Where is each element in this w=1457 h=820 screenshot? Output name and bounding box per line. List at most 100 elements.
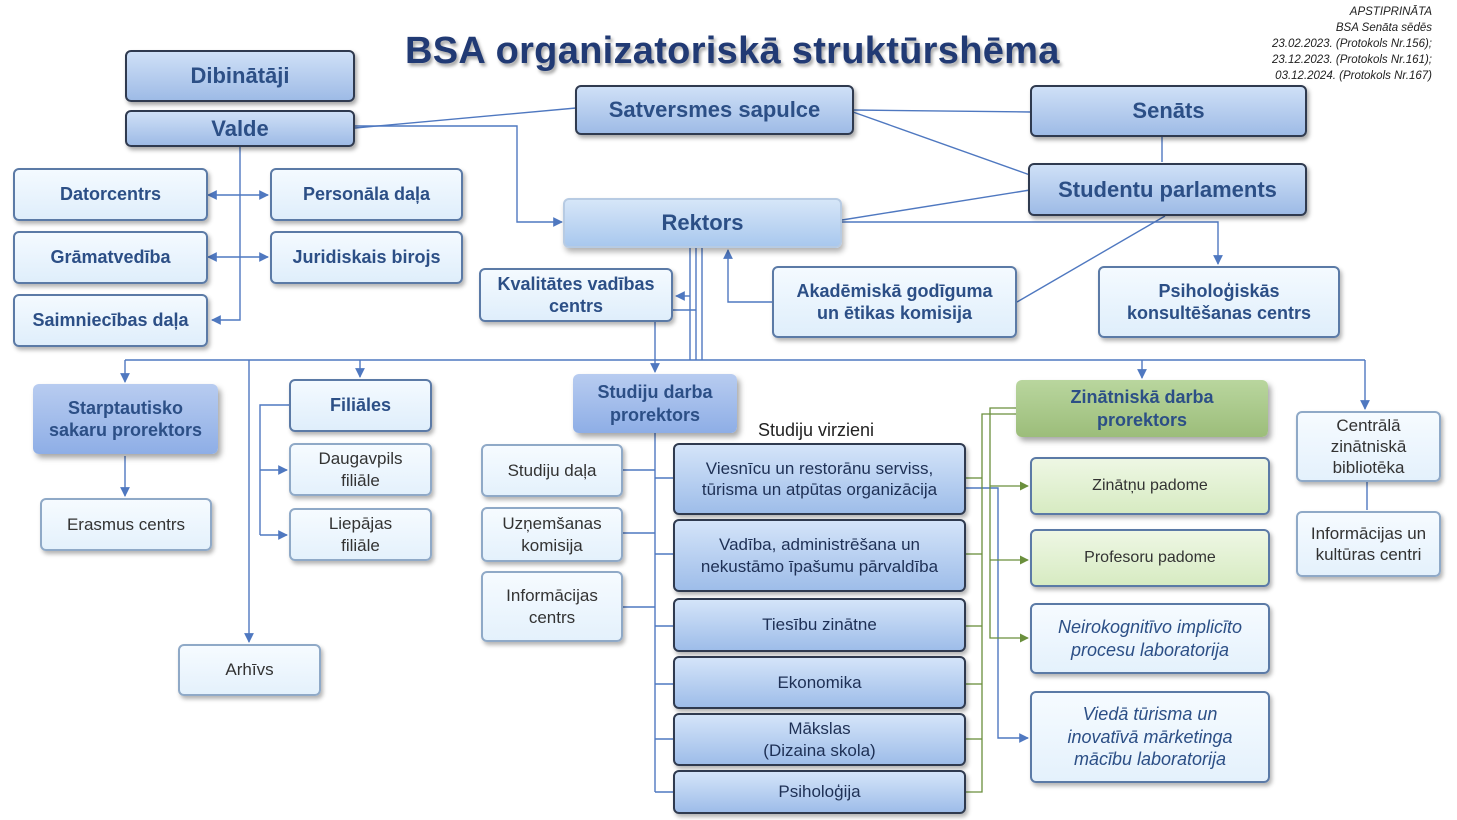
akademiska-line-2: un ētikas komisija <box>816 303 973 323</box>
vieda-line-3: mācību laboratorija <box>1073 749 1227 770</box>
liepajas-filiale-box: Liepājas filiāle <box>289 508 432 561</box>
direction-law-label: Tiesību zinātne <box>762 615 877 635</box>
informacijas-line-2: centrs <box>528 607 576 627</box>
filiales-label: Filiāles <box>329 395 392 416</box>
zinatnu-padome-label: Zinātņu padome <box>1092 477 1208 494</box>
profesoru-padome-box: Profesoru padome <box>1030 529 1270 587</box>
daugavpils-line-2: filiāle <box>341 470 380 490</box>
kvalitates-line-1: Kvalitātes vadības <box>497 273 655 294</box>
gramatvediba-label: Grāmatvedība <box>50 247 171 268</box>
arhivs-box: Arhīvs <box>178 644 321 696</box>
arhivs-label: Arhīvs <box>225 660 274 680</box>
neiro-line-1: Neirokognitīvo implicīto <box>1057 617 1243 637</box>
liepajas-line-1: Liepājas <box>328 514 393 534</box>
direction-arts-line-2: (Dizaina skola) <box>763 740 876 760</box>
studentu-parlaments-label: Studentu parlaments <box>1058 176 1277 202</box>
centrala-line-1: Centrālā <box>1336 415 1401 435</box>
dibinataji-label: Dibinātāji <box>190 63 290 89</box>
direction-arts-box: Mākslas (Dizaina skola) <box>673 713 966 766</box>
direction-psychology-box: Psiholoģija <box>673 770 966 814</box>
akademiska-komisija-box: Akadēmiskā godīguma un ētikas komisija <box>772 266 1017 338</box>
starptautisko-line-1: Starptautisko <box>67 397 183 418</box>
page-title: BSA organizatoriskā struktūrshēma <box>405 30 1060 72</box>
daugavpils-line-1: Daugavpils <box>318 449 403 469</box>
studiju-prorector-line-1: Studiju darba <box>597 382 713 402</box>
approval-line: APSTIPRINĀTA <box>1349 6 1432 18</box>
psihologiskas-centrs-box: Psiholoģiskās konsultēšanas centrs <box>1098 266 1340 338</box>
zinatniska-line-1: Zinātniskā darba <box>1070 387 1214 407</box>
direction-tourism-line-2: tūrisma un atpūtas organizācija <box>701 480 938 499</box>
saimniecibas-dala-box: Saimniecības daļa <box>13 294 208 347</box>
personala-dala-box: Personāla daļa <box>270 168 463 221</box>
direction-management-box: Vadība, administrēšana un nekustāmo īpaš… <box>673 519 966 592</box>
gramatvediba-box: Grāmatvedība <box>13 231 208 284</box>
direction-management-line-2: nekustāmo īpašumu pārvaldība <box>700 556 939 576</box>
approval-line: 23.12.2023. (Protokols Nr.161); <box>1271 54 1432 66</box>
juridiskais-birojs-label: Juridiskais birojs <box>292 247 441 268</box>
rektors-label: Rektors <box>661 210 744 236</box>
kvalitates-line-2: centrs <box>548 296 603 316</box>
rektors-box: Rektors <box>563 198 842 248</box>
approval-line: BSA Senāta sēdēs <box>1335 22 1432 34</box>
senats-label: Senāts <box>1132 98 1205 124</box>
dibinataji-box: Dibinātāji <box>125 50 355 102</box>
vieda-line-2: inovatīvā mārketinga <box>1067 726 1233 747</box>
direction-management-line-1: Vadība, administrēšana un <box>719 535 920 555</box>
datorcentrs-box: Datorcentrs <box>13 168 208 221</box>
studiju-prorector-box: Studiju darba prorektors <box>573 374 737 433</box>
akademiska-line-1: Akadēmiskā godīguma <box>796 280 993 301</box>
direction-psychology-label: Psiholoģija <box>778 782 861 802</box>
direction-tourism-line-1: Viesnīcu un restorānu serviss, <box>705 458 934 478</box>
kvalitates-centrs-box: Kvalitātes vadības centrs <box>479 268 673 322</box>
centrala-line-3: bibliotēka <box>1332 458 1405 478</box>
informacijas-line-1: Informācijas <box>506 586 598 606</box>
datorcentrs-label: Datorcentrs <box>59 184 162 205</box>
direction-law-box: Tiesību zinātne <box>673 598 966 652</box>
studentu-parlaments-box: Studentu parlaments <box>1028 163 1307 216</box>
erasmus-label: Erasmus centrs <box>66 514 186 534</box>
uznemsanas-line-2: komisija <box>521 535 583 555</box>
studiju-dala-label: Studiju daļa <box>507 460 597 480</box>
uznemsanas-line-1: Uzņemšanas <box>502 514 602 534</box>
psiho-line-1: Psiholoģiskās <box>1158 280 1280 301</box>
zinatniska-line-2: prorektors <box>1096 409 1187 430</box>
neiro-line-2: procesu laboratorija <box>1070 639 1230 660</box>
starptautisko-line-2: sakaru prorektors <box>48 420 203 440</box>
direction-tourism-box: Viesnīcu un restorānu serviss, tūrisma u… <box>673 443 966 515</box>
direction-economics-box: Ekonomika <box>673 656 966 709</box>
erasmus-centrs-box: Erasmus centrs <box>40 498 212 551</box>
filiales-box: Filiāles <box>289 379 432 432</box>
info-kult-line-1: Informācijas un <box>1310 523 1427 543</box>
daugavpils-filiale-box: Daugavpils filiāle <box>289 443 432 496</box>
neirokognitivo-lab-box: Neirokognitīvo implicīto procesu laborat… <box>1030 603 1270 674</box>
juridiskais-birojs-box: Juridiskais birojs <box>270 231 463 284</box>
centrala-biblioteka-box: Centrālā zinātniskā bibliotēka <box>1296 411 1441 482</box>
zinatniska-prorector-box: Zinātniskā darba prorektors <box>1016 380 1268 437</box>
approval-note: APSTIPRINĀTA BSA Senāta sēdēs 23.02.2023… <box>1272 4 1432 84</box>
satversmes-sapulce-box: Satversmes sapulce <box>575 85 854 135</box>
valde-label: Valde <box>211 115 269 141</box>
psiho-line-2: konsultēšanas centrs <box>1126 303 1312 323</box>
starptautisko-prorector-box: Starptautisko sakaru prorektors <box>33 384 218 454</box>
approval-line: 23.02.2023. (Protokols Nr.156); <box>1271 38 1432 50</box>
personala-dala-label: Personāla daļa <box>302 184 431 205</box>
informacijas-centrs-box: Informācijas centrs <box>481 571 623 642</box>
profesoru-padome-label: Profesoru padome <box>1084 549 1216 566</box>
studiju-virzieni-label: Studiju virzieni <box>758 420 875 440</box>
uznemsanas-komisija-box: Uzņemšanas komisija <box>481 507 623 562</box>
valde-box: Valde <box>125 110 355 147</box>
zinatnu-padome-box: Zinātņu padome <box>1030 457 1270 515</box>
centrala-line-2: zinātniskā <box>1330 436 1407 456</box>
studiju-dala-box: Studiju daļa <box>481 444 623 497</box>
liepajas-line-2: filiāle <box>341 535 380 555</box>
saimniecibas-dala-label: Saimniecības daļa <box>32 310 189 331</box>
info-kult-line-2: kultūras centri <box>1315 545 1422 564</box>
studiju-prorector-line-2: prorektors <box>609 404 700 425</box>
vieda-turisma-lab-box: Viedā tūrisma un inovatīvā mārketinga mā… <box>1030 691 1270 783</box>
vieda-line-1: Viedā tūrisma un <box>1082 704 1218 725</box>
satversmes-sapulce-label: Satversmes sapulce <box>608 97 821 123</box>
approval-line: 03.12.2024. (Protokols Nr.167) <box>1275 70 1432 82</box>
senats-box: Senāts <box>1030 85 1307 137</box>
direction-economics-label: Ekonomika <box>777 672 862 692</box>
